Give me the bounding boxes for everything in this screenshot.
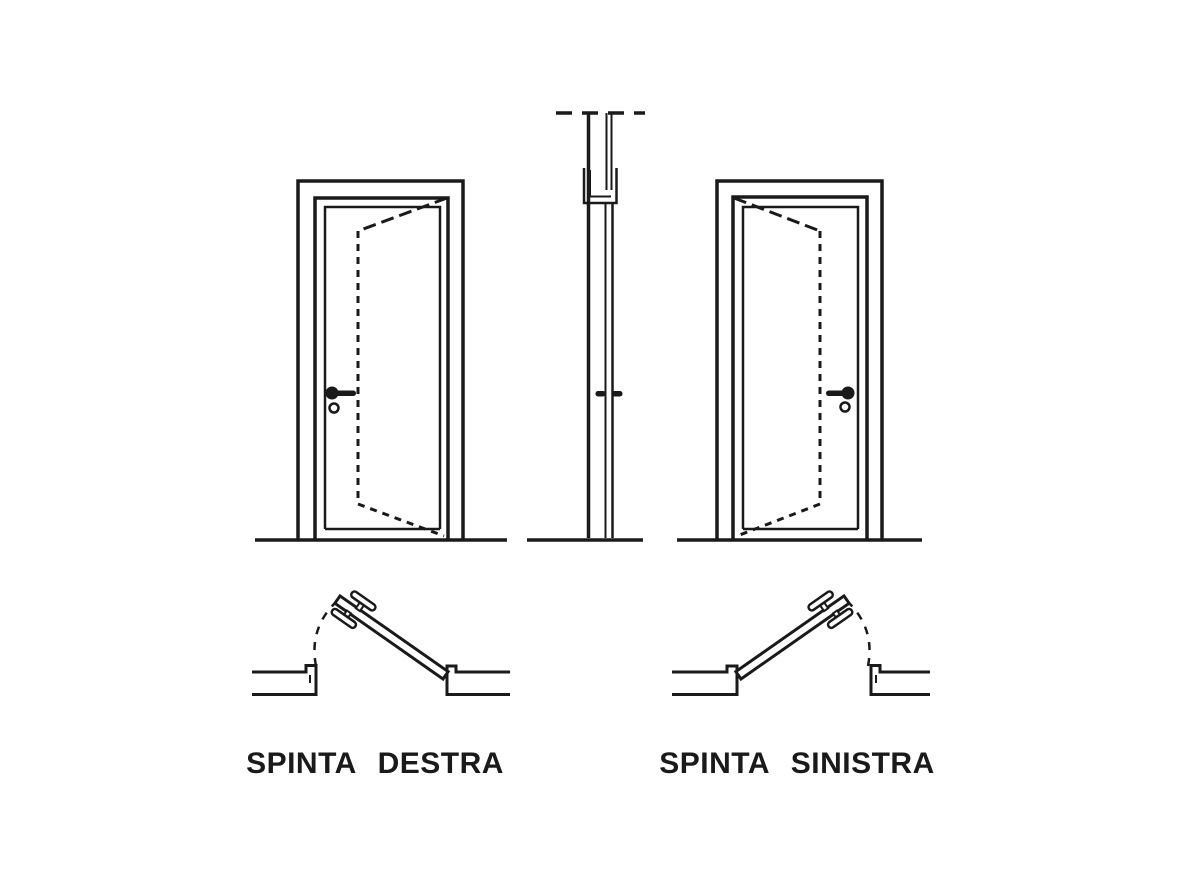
left-door-elevation <box>296 179 465 540</box>
door-bottom-edge <box>357 502 445 538</box>
door-stop-frame <box>323 205 442 529</box>
swing-arc <box>313 603 335 667</box>
door-stop-frame <box>741 205 860 529</box>
outer-frame <box>296 179 465 540</box>
door-leaf <box>733 593 852 682</box>
left-door-plan-view <box>252 590 510 696</box>
handle-lever-bottom <box>826 607 854 630</box>
door-leaf <box>332 593 451 682</box>
wall-right <box>445 664 510 696</box>
keyhole-escutcheon <box>839 401 851 413</box>
open-door-leaf-dashed <box>733 196 822 538</box>
door-handle-plan-icon <box>807 590 854 630</box>
door-leaf-plan <box>733 590 854 682</box>
center-door-section-view <box>556 111 645 538</box>
keyhole-escutcheon <box>328 402 340 414</box>
inner-frame <box>731 195 869 540</box>
door-leaf-plan <box>330 590 451 682</box>
handle-lever-bottom <box>330 607 358 630</box>
handle-rose <box>841 386 855 400</box>
handle-tick-right <box>612 391 623 397</box>
outer-frame <box>715 179 884 540</box>
right-door-plan-view <box>672 590 930 696</box>
label-spinta-destra: SPINTA DESTRA <box>246 747 504 780</box>
open-door-leaf-dashed <box>356 196 448 538</box>
inner-frame <box>313 196 450 540</box>
head-jamb-channel-inner <box>589 170 611 198</box>
handle-rose <box>325 386 339 400</box>
head-jamb-channel-outer <box>582 168 618 205</box>
wall-right <box>869 664 930 696</box>
handle-tick-left <box>595 391 606 397</box>
right-door-elevation <box>715 179 884 540</box>
wall-left <box>672 664 739 696</box>
handle-lever-top <box>350 590 377 612</box>
door-handle-icon <box>826 386 855 413</box>
door-handle-plan-icon <box>330 590 377 630</box>
door-handle-icon <box>325 386 356 414</box>
door-top-edge <box>733 196 821 233</box>
door-handle-side-icon <box>595 391 623 397</box>
door-top-edge <box>357 196 448 233</box>
handle-lever-top <box>807 590 834 612</box>
door-bottom-edge <box>736 502 821 538</box>
label-spinta-sinistra: SPINTA SINISTRA <box>659 747 935 780</box>
wall-left <box>252 664 318 696</box>
swing-arc <box>849 603 871 667</box>
